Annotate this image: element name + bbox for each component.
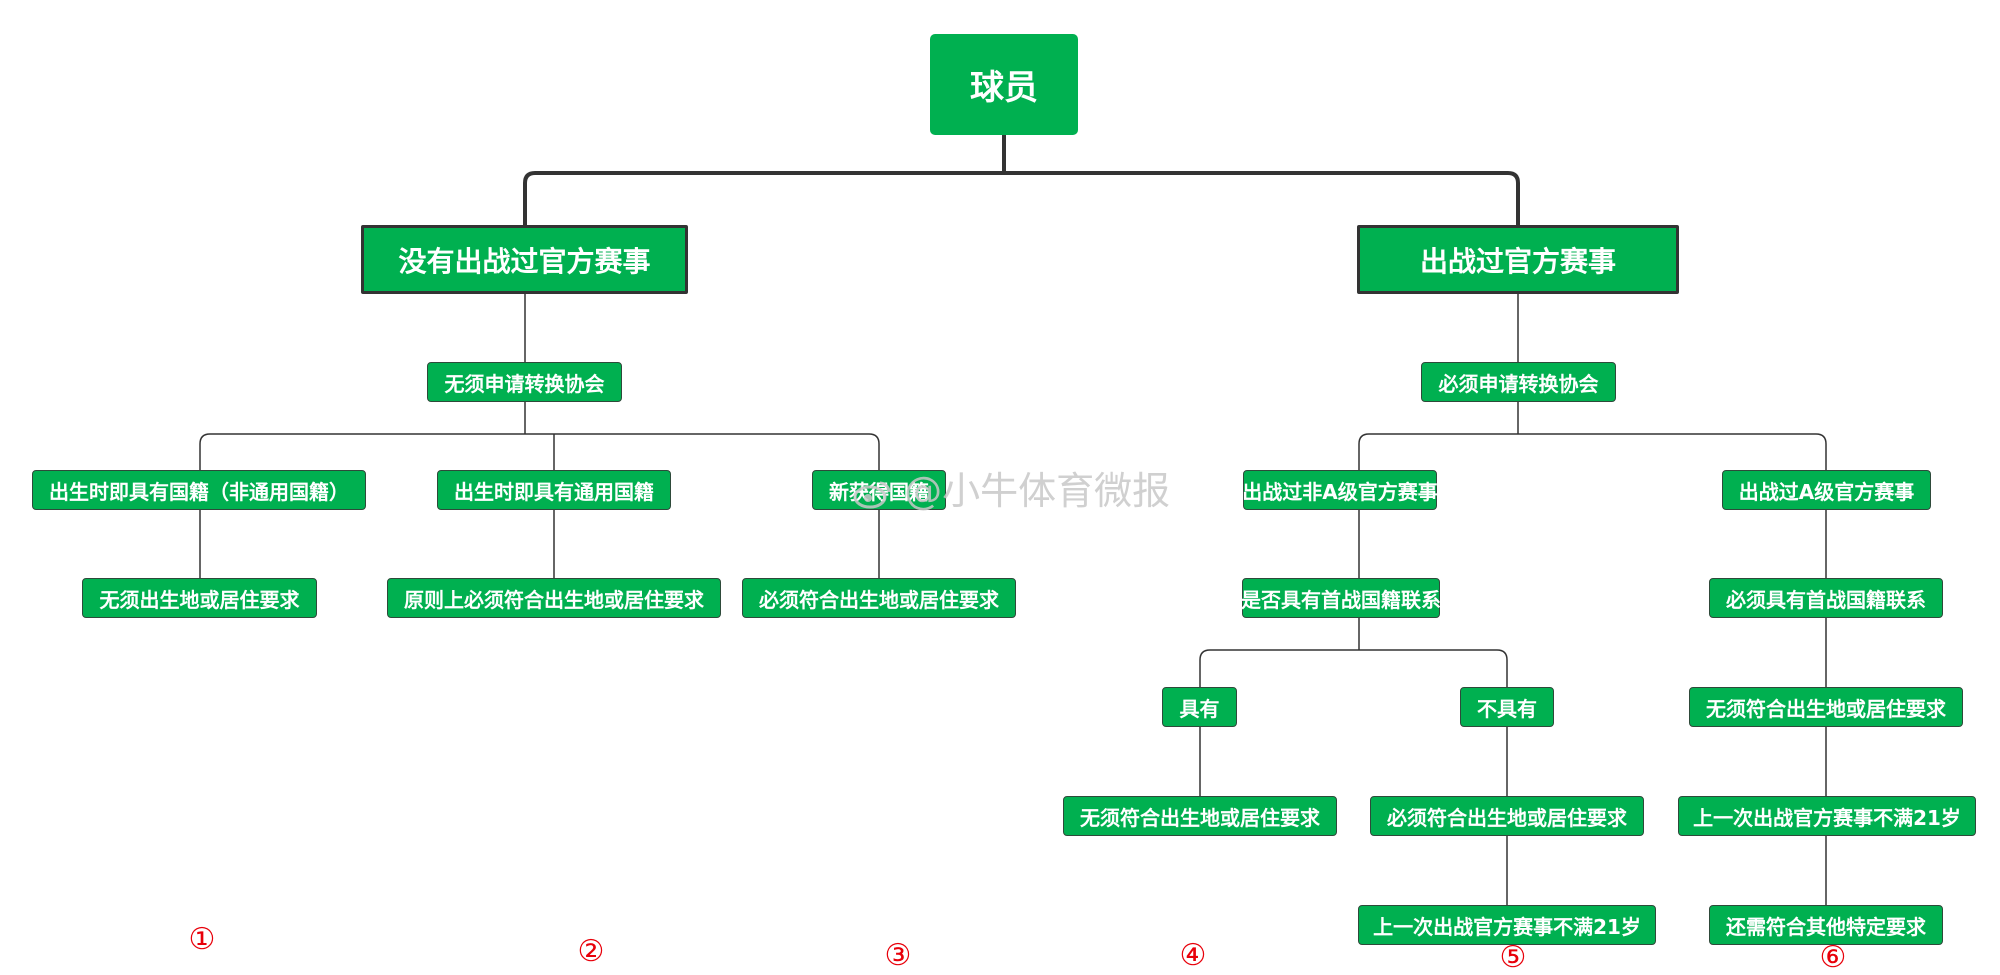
node-no-need-transfer: 无须申请转换协会 xyxy=(427,362,622,402)
node-other-req: 还需符合其他特定要求 xyxy=(1709,905,1943,945)
node-under21-6: 上一次出战官方赛事不满21岁 xyxy=(1678,796,1976,836)
marker-6: ⑥ xyxy=(1819,940,1847,975)
node-a-official: 出战过A级官方赛事 xyxy=(1722,470,1931,510)
connector-level1 xyxy=(523,171,1520,225)
node-principle-birth-req: 原则上必须符合出生地或居住要求 xyxy=(387,578,721,618)
node-not-has: 不具有 xyxy=(1460,687,1554,727)
node-must-birth-req-3: 必须符合出生地或居住要求 xyxy=(742,578,1016,618)
node-must-transfer: 必须申请转换协会 xyxy=(1421,362,1616,402)
connector-q-bus xyxy=(1199,649,1508,687)
weibo-logo-icon xyxy=(853,481,891,508)
node-non-a-official: 出战过非A级官方赛事 xyxy=(1242,470,1438,510)
node-official: 出战过官方赛事 xyxy=(1357,225,1679,294)
watermark: @小牛体育微报 xyxy=(852,460,1170,515)
node-born-non-universal: 出生时即具有国籍（非通用国籍） xyxy=(32,470,366,510)
connector-left-bus xyxy=(199,433,880,470)
marker-5: ⑤ xyxy=(1499,940,1527,975)
node-must-first-nat-link: 必须具有首战国籍联系 xyxy=(1709,578,1943,618)
connector-right-bus xyxy=(1358,433,1827,470)
node-no-birth-req-4: 无须符合出生地或居住要求 xyxy=(1063,796,1337,836)
node-first-nat-link-q: 是否具有首战国籍联系 xyxy=(1241,578,1441,618)
node-no-official: 没有出战过官方赛事 xyxy=(361,225,688,294)
marker-3: ③ xyxy=(884,938,912,973)
node-must-birth-req-5: 必须符合出生地或居住要求 xyxy=(1370,796,1644,836)
watermark-text: @小牛体育微报 xyxy=(904,469,1171,513)
marker-2: ② xyxy=(577,934,605,969)
node-has: 具有 xyxy=(1162,687,1237,727)
marker-1: ① xyxy=(188,922,216,957)
node-root: 球员 xyxy=(930,34,1078,135)
marker-4: ④ xyxy=(1179,938,1207,973)
node-no-birth-req-1: 无须出生地或居住要求 xyxy=(82,578,317,618)
node-no-birth-req-6: 无须符合出生地或居住要求 xyxy=(1689,687,1963,727)
node-born-universal: 出生时即具有通用国籍 xyxy=(437,470,671,510)
node-under21-5: 上一次出战官方赛事不满21岁 xyxy=(1358,905,1656,945)
